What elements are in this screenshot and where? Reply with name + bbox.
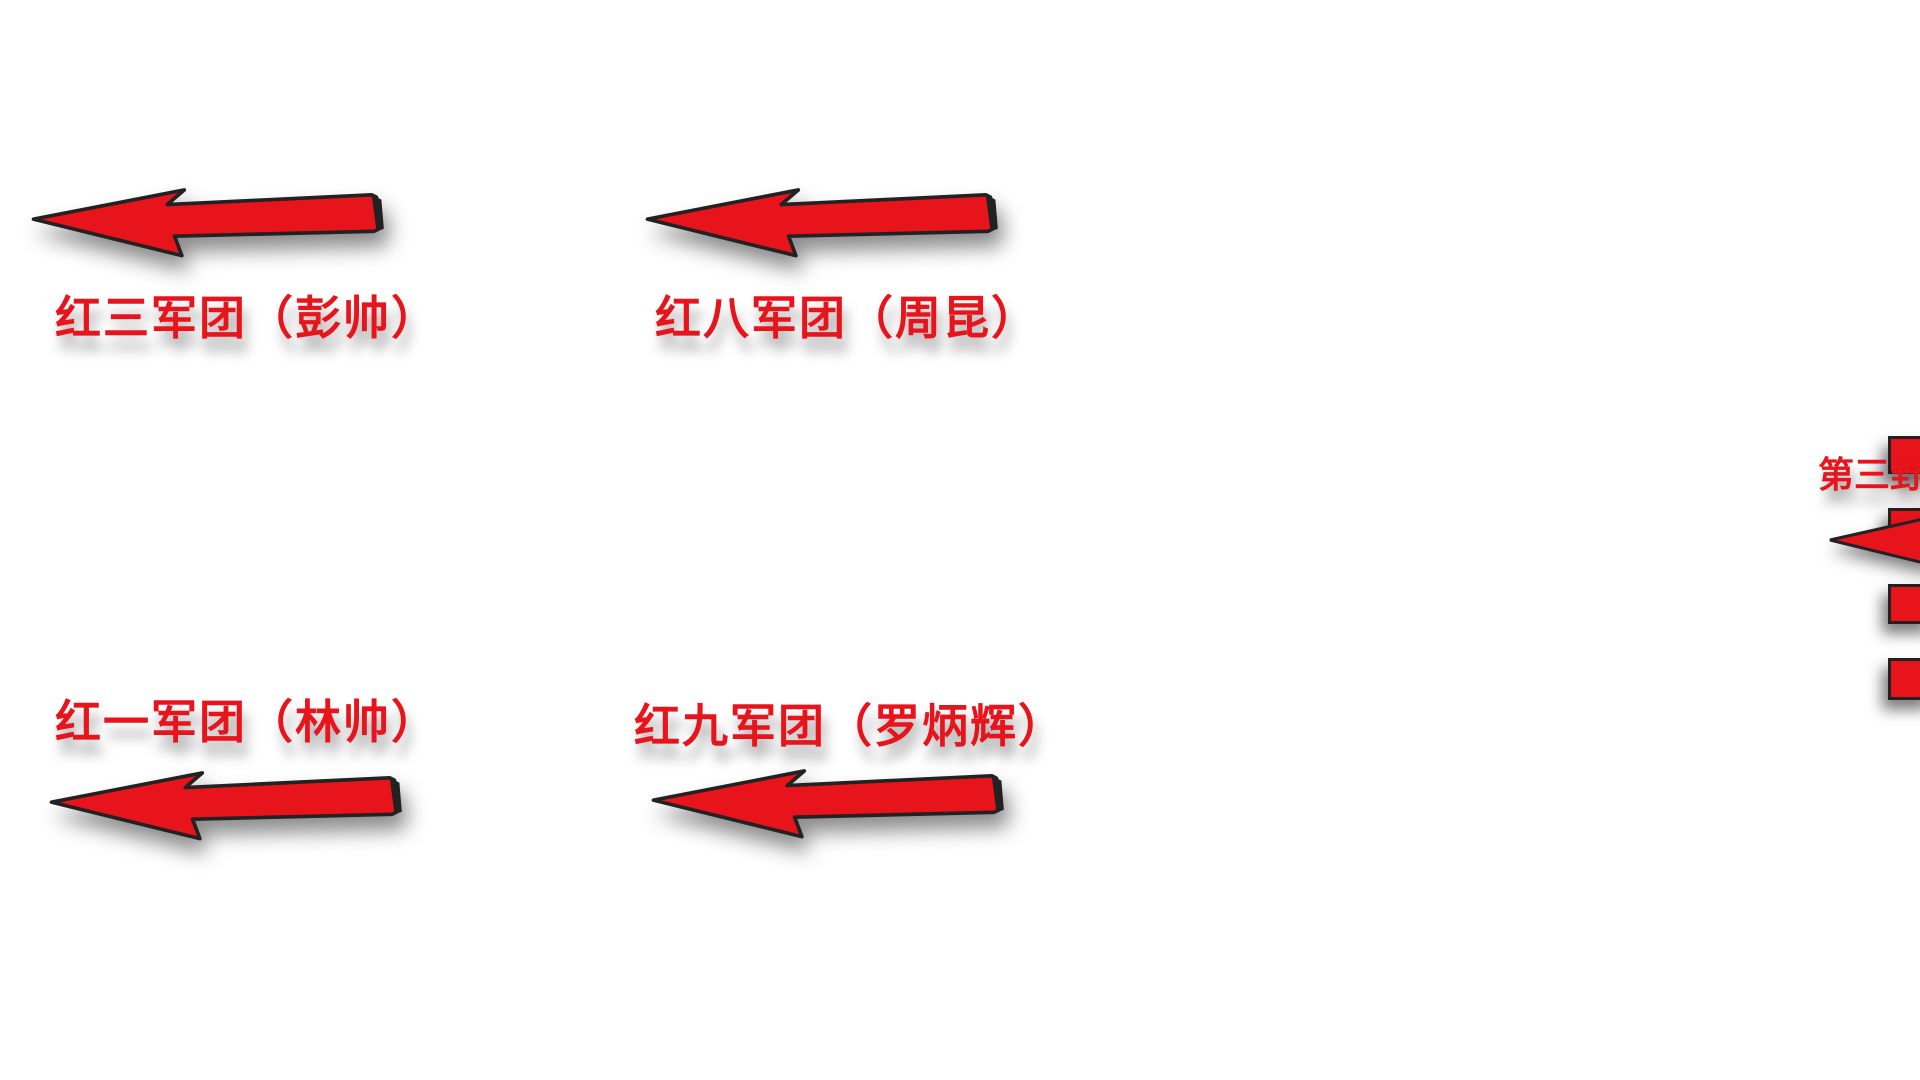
- arrow-left-icon: [1829, 518, 1920, 564]
- label-red-3rd-corps: 红三军团（彭帅）: [55, 291, 439, 345]
- arrow-left-icon: [645, 188, 1000, 258]
- arrow-left-icon: [651, 769, 1006, 839]
- edge-block: [1888, 658, 1920, 700]
- edge-block: [1888, 436, 1920, 474]
- arrow-left-icon: [49, 771, 404, 841]
- arrow-left-icon: [31, 188, 386, 258]
- label-red-1st-corps: 红一军团（林帅）: [55, 695, 439, 749]
- label-red-8th-corps: 红八军团（周昆）: [655, 291, 1039, 345]
- edge-label: 第三野: [1818, 455, 1920, 496]
- edge-block: [1888, 584, 1920, 624]
- label-red-9th-corps: 红九军团（罗炳辉）: [634, 699, 1066, 753]
